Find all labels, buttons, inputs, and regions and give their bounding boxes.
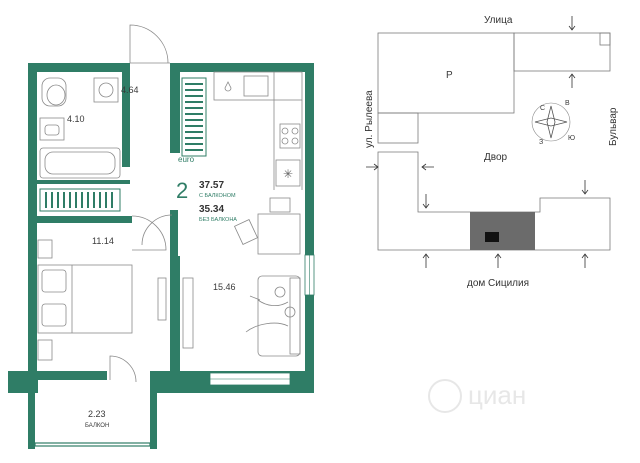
compass-s: Ю [568, 135, 575, 142]
site-map: P С В Ю З Улица ул. Рылее [364, 15, 619, 289]
kitchen-sink-icon [243, 75, 269, 97]
access-arrows [366, 16, 589, 268]
sicilia-building [470, 212, 535, 250]
toilet-icon [41, 77, 67, 107]
bathtub-icon [39, 147, 121, 179]
parking-annex [377, 112, 419, 144]
balcony-door [109, 355, 137, 383]
compass-e: В [565, 100, 570, 107]
area-bedroom: 11.14 [92, 236, 114, 246]
rooms-count: 2 [176, 178, 188, 203]
wall-top-left [28, 63, 130, 72]
sink-icon [39, 117, 65, 141]
compass-icon: С В Ю З [531, 100, 575, 146]
living-door [141, 214, 173, 246]
sofa-icon [245, 275, 301, 357]
block-top-right [513, 32, 611, 72]
watermark-logo-icon [428, 379, 462, 413]
compass-n: С [540, 105, 545, 112]
bedroom-tv [157, 277, 167, 321]
wall-left [28, 63, 37, 373]
street-top: Улица [484, 15, 513, 26]
kitchen-counter: ✳ [213, 71, 303, 190]
balcony-rail [34, 442, 151, 447]
wall-bottom-left-block [8, 371, 38, 393]
wall-top-right [178, 63, 314, 72]
with-balcony-label: С БАЛКОНОМ [199, 193, 236, 199]
svg-text:✳: ✳ [283, 167, 293, 181]
area-living: 15.46 [213, 282, 236, 292]
area-bathroom: 4.10 [67, 114, 85, 124]
balcony-label: БАЛКОН [85, 423, 109, 429]
nightstand [37, 339, 53, 361]
area-hall: 4.64 [121, 85, 139, 95]
courtyard-label: Двор [484, 152, 508, 163]
dining-set [233, 197, 301, 255]
wall-living-left-lower [170, 256, 180, 371]
washing-machine-icon [93, 77, 119, 103]
wall-kitchen-left [170, 63, 180, 153]
entrance-marker [485, 232, 499, 242]
wall-bottom-left [37, 371, 107, 380]
building-label: дом Сицилия [467, 278, 529, 289]
wall-bathroom-bottom [37, 180, 130, 184]
without-balcony-label: БЕЗ БАЛКОНА [199, 217, 237, 223]
type-label: euro [178, 155, 195, 164]
bedroom-door [131, 215, 167, 251]
stove-icon [279, 123, 301, 149]
drop-icon [224, 81, 232, 92]
tv-stand [182, 277, 194, 349]
wall-bedroom-top [37, 216, 132, 223]
boulevard-label: Бульвар [608, 107, 619, 146]
block-bottom [377, 151, 611, 251]
watermark-text: циан [468, 380, 526, 410]
street-left: ул. Рылеева [364, 90, 375, 148]
balcony-wall-left [28, 393, 35, 449]
bed-icon [37, 264, 133, 334]
parking-building [377, 32, 515, 114]
watermark: циан [428, 379, 526, 413]
wall-right [305, 63, 314, 373]
wall-bathroom-right [122, 63, 130, 167]
area-balcony: 2.23 [88, 409, 106, 419]
entrance-door [129, 24, 169, 64]
balcony-wall-right [150, 393, 157, 449]
parking-letter: P [446, 70, 453, 81]
compass-w: З [539, 139, 543, 146]
floor-plan: ✳ 4.64 4.10 11.14 [8, 24, 315, 449]
radiator-bedroom-icon [39, 188, 121, 212]
fridge-icon [275, 159, 301, 187]
nightstand-top [37, 239, 53, 259]
area-without-balcony: 35.34 [199, 204, 224, 215]
radiator-kitchen-icon [181, 77, 207, 157]
area-with-balcony: 37.57 [199, 180, 224, 191]
